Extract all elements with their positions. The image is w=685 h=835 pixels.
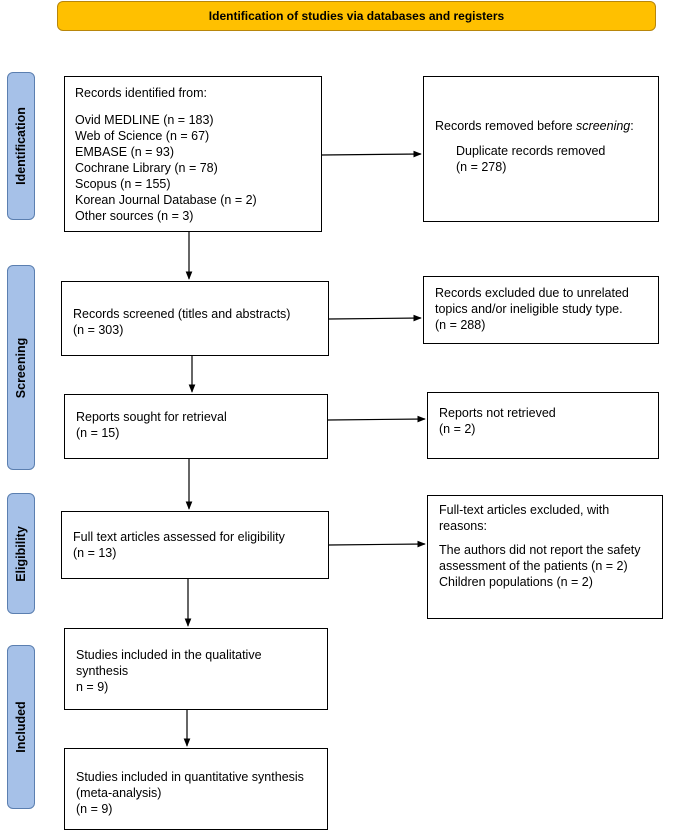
source-item: Cochrane Library (n = 78)	[75, 161, 218, 175]
source-item: Other sources (n = 3)	[75, 209, 194, 223]
source-item: EMBASE (n = 93)	[75, 145, 174, 159]
header-banner: Identification of studies via databases …	[57, 1, 656, 31]
records-removed-heading: Records removed before screening:	[435, 118, 648, 134]
quantitative-line: (meta-analysis)	[76, 786, 162, 800]
duplicate-records-label: Duplicate records removed	[456, 144, 606, 158]
reports-not-retrieved-box: Reports not retrieved (n = 2)	[427, 392, 659, 459]
quantitative-line: Studies included in quantitative synthes…	[76, 770, 304, 784]
phase-identification: Identification	[7, 72, 35, 220]
header-title: Identification of studies via databases …	[208, 9, 505, 23]
qualitative-count: n = 9)	[76, 680, 109, 694]
arrow-screened-to-excluded	[328, 314, 422, 322]
records-excluded-box: Records excluded due to unrelated topics…	[423, 276, 659, 344]
records-screened-box: Records screened (titles and abstracts) …	[61, 281, 329, 356]
exclusion-reason: assessment of the patients (n = 2)	[439, 559, 628, 573]
source-item: Scopus (n = 155)	[75, 177, 171, 191]
records-excluded-count: (n = 288)	[435, 318, 486, 332]
full-text-assessed-box: Full text articles assessed for eligibil…	[61, 511, 329, 579]
source-item: Web of Science (n = 67)	[75, 129, 210, 143]
qualitative-line: Studies included in the qualitative	[76, 648, 262, 662]
arrow-sought-to-not-retrieved	[327, 415, 426, 423]
records-screened-label: Records screened (titles and abstracts)	[73, 307, 291, 321]
records-identified-heading: Records identified from:	[75, 86, 208, 100]
exclusion-reason: Children populations (n = 2)	[439, 575, 593, 589]
records-removed-heading-prefix: Records removed before	[435, 119, 577, 133]
records-identified-box: Records identified from: Ovid MEDLINE (n…	[64, 76, 322, 232]
phase-included: Included	[7, 645, 35, 809]
exclusion-reason: The authors did not report the safety	[439, 543, 641, 557]
quantitative-count: (n = 9)	[76, 802, 113, 816]
records-removed-heading-suffix: :	[630, 119, 634, 133]
full-text-excluded-box: Full-text articles excluded, with reason…	[427, 495, 663, 619]
arrow-identified-to-removed	[321, 150, 422, 158]
phase-eligibility: Eligibility	[7, 493, 35, 614]
records-excluded-line: Records excluded due to unrelated	[435, 286, 629, 300]
records-screened-count: (n = 303)	[73, 323, 124, 337]
reports-not-retrieved-label: Reports not retrieved	[439, 406, 556, 420]
full-text-assessed-count: (n = 13)	[73, 546, 117, 560]
qualitative-synthesis-box: Studies included in the qualitative synt…	[64, 628, 328, 710]
duplicate-records-count: (n = 278)	[456, 160, 507, 174]
source-item: Ovid MEDLINE (n = 183)	[75, 113, 214, 127]
full-text-assessed-label: Full text articles assessed for eligibil…	[73, 530, 285, 544]
phase-screening: Screening	[7, 265, 35, 470]
reports-not-retrieved-count: (n = 2)	[439, 422, 476, 436]
reports-sought-box: Reports sought for retrieval (n = 15)	[64, 394, 328, 459]
reports-sought-count: (n = 15)	[76, 426, 120, 440]
reports-sought-label: Reports sought for retrieval	[76, 410, 227, 424]
arrow-assessed-to-excluded	[328, 540, 426, 548]
quantitative-synthesis-box: Studies included in quantitative synthes…	[64, 748, 328, 830]
full-text-excluded-line: reasons:	[439, 519, 487, 533]
records-removed-heading-italic: screening	[576, 119, 631, 133]
full-text-excluded-line: Full-text articles excluded, with	[439, 503, 610, 517]
source-item: Korean Journal Database (n = 2)	[75, 193, 257, 207]
records-excluded-line: topics and/or ineligible study type.	[435, 302, 623, 316]
qualitative-line: synthesis	[76, 664, 129, 678]
records-removed-box: Records removed before screening: Duplic…	[423, 76, 659, 222]
